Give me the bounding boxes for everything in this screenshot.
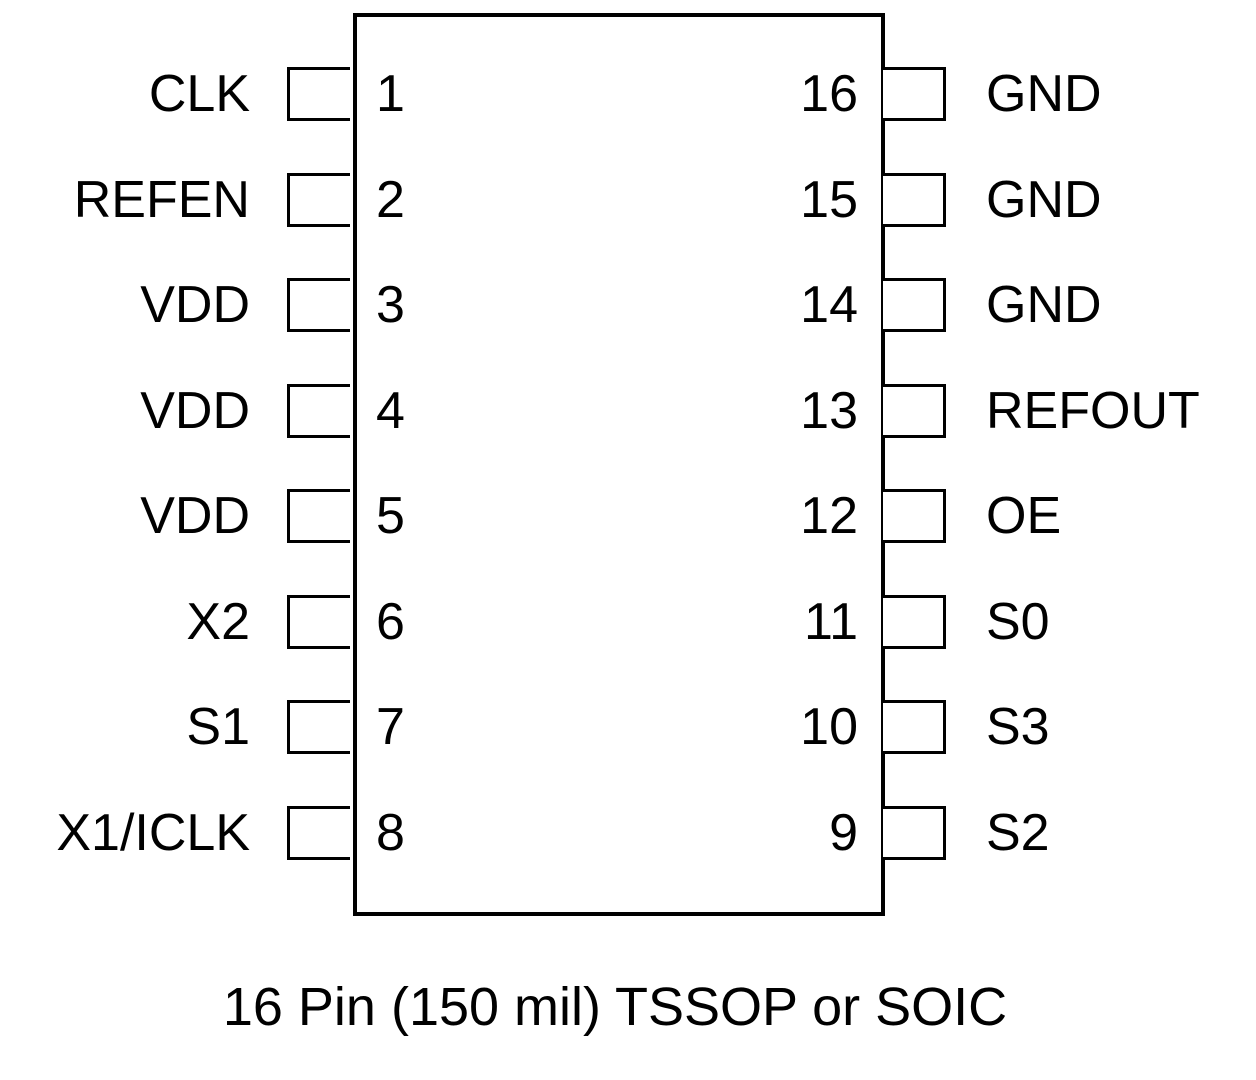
pin-pad-left [287,489,350,543]
pin-pad-right [883,700,946,754]
pin-pad-left [287,805,350,860]
pin-pad-left [287,172,350,227]
pin-pad-right [883,383,946,438]
pin-number-label: 9 [829,803,858,862]
pin-pad-left [287,383,350,438]
pin-name-label: X2 [186,592,250,651]
pin-pad-left [287,594,350,649]
ic-package-body [353,13,885,916]
pin-pad-right [883,805,946,860]
pin-name-label: GND [986,276,1102,334]
pin-name-label: OE [986,487,1062,545]
pin-number-label: 14 [800,276,858,334]
pin-name-label: X1/ICLK [56,803,250,862]
pin-number-label: 5 [376,487,405,545]
pin-name-label: REFOUT [986,381,1200,440]
pin-number-label: 4 [376,381,405,440]
pin-name-label: GND [986,65,1102,123]
pin-pad-left [287,700,350,754]
pin-name-label: S1 [186,698,250,756]
pin-pad-right [883,489,946,543]
pin-name-label: S3 [986,698,1050,756]
pin-number-label: 15 [800,170,858,229]
pin-name-label: REFEN [73,170,250,229]
pin-pad-right [883,278,946,332]
pin-pad-left [287,67,350,121]
pin-name-label: S0 [986,592,1050,651]
pin-number-label: 7 [376,698,405,756]
pin-name-label: S2 [986,803,1050,862]
pin-number-label: 16 [800,65,858,123]
pin-name-label: VDD [140,381,250,440]
pin-number-label: 1 [376,65,405,123]
pin-number-label: 3 [376,276,405,334]
pin-number-label: 8 [376,803,405,862]
pin-number-label: 11 [804,592,858,651]
pin-pad-right [883,67,946,121]
pin-pad-right [883,594,946,649]
pin-number-label: 13 [800,381,858,440]
pin-pad-left [287,278,350,332]
pin-name-label: VDD [140,276,250,334]
pin-number-label: 6 [376,592,405,651]
pin-number-label: 10 [800,698,858,756]
pin-name-label: VDD [140,487,250,545]
pin-number-label: 2 [376,170,405,229]
pin-pad-right [883,172,946,227]
pin-number-label: 12 [800,487,858,545]
pin-name-label: GND [986,170,1102,229]
pin-name-label: CLK [148,65,250,123]
package-caption: 16 Pin (150 mil) TSSOP or SOIC [222,977,1008,1037]
